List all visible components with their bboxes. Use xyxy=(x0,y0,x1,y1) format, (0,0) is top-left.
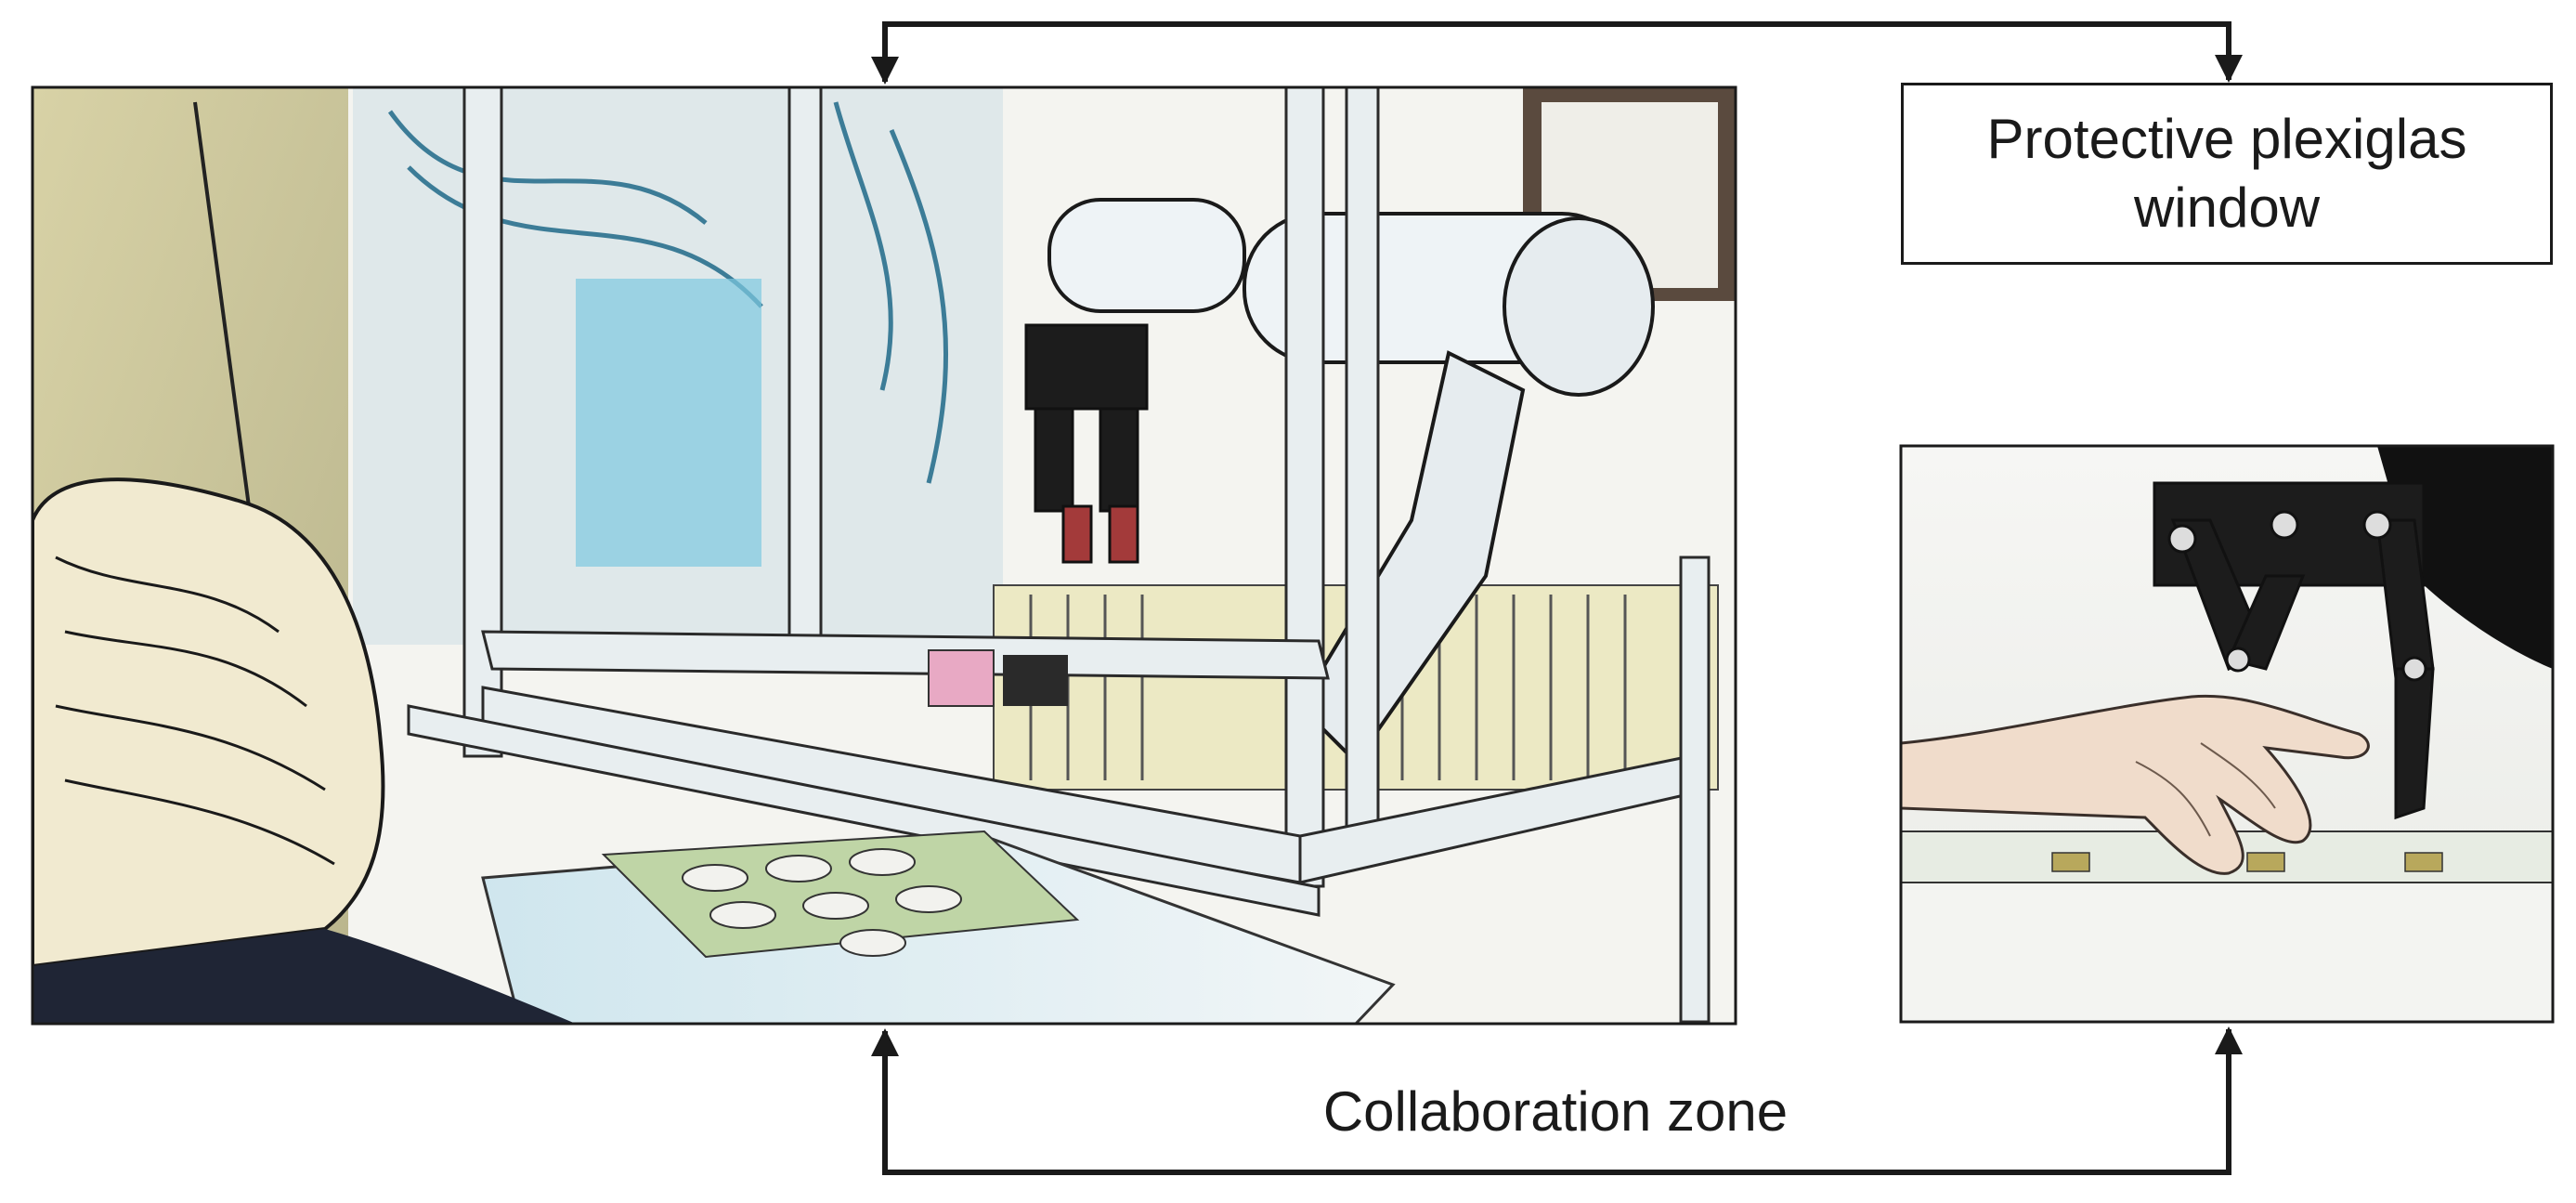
gripper-icon xyxy=(1024,323,1149,564)
collaboration-connector-arrow xyxy=(871,1026,2243,1175)
operator-icon xyxy=(33,477,576,1024)
plexiglas-connector-arrow xyxy=(871,21,2243,85)
inset-photo-border xyxy=(1899,444,2555,1024)
inset-photo xyxy=(1901,446,2553,1022)
aluminium-frame xyxy=(407,87,1711,1024)
collaboration-zone-label: Collaboration zone xyxy=(1207,1070,1904,1154)
main-photo xyxy=(33,87,1736,1024)
plexiglas-label-box: Protective plexiglas window xyxy=(1901,83,2553,265)
main-photo-border xyxy=(31,85,1737,1026)
hand-icon xyxy=(1901,694,2370,875)
gripper-closeup-icon xyxy=(2153,481,2435,820)
plexiglas-label: Protective plexiglas window xyxy=(1986,108,2467,239)
